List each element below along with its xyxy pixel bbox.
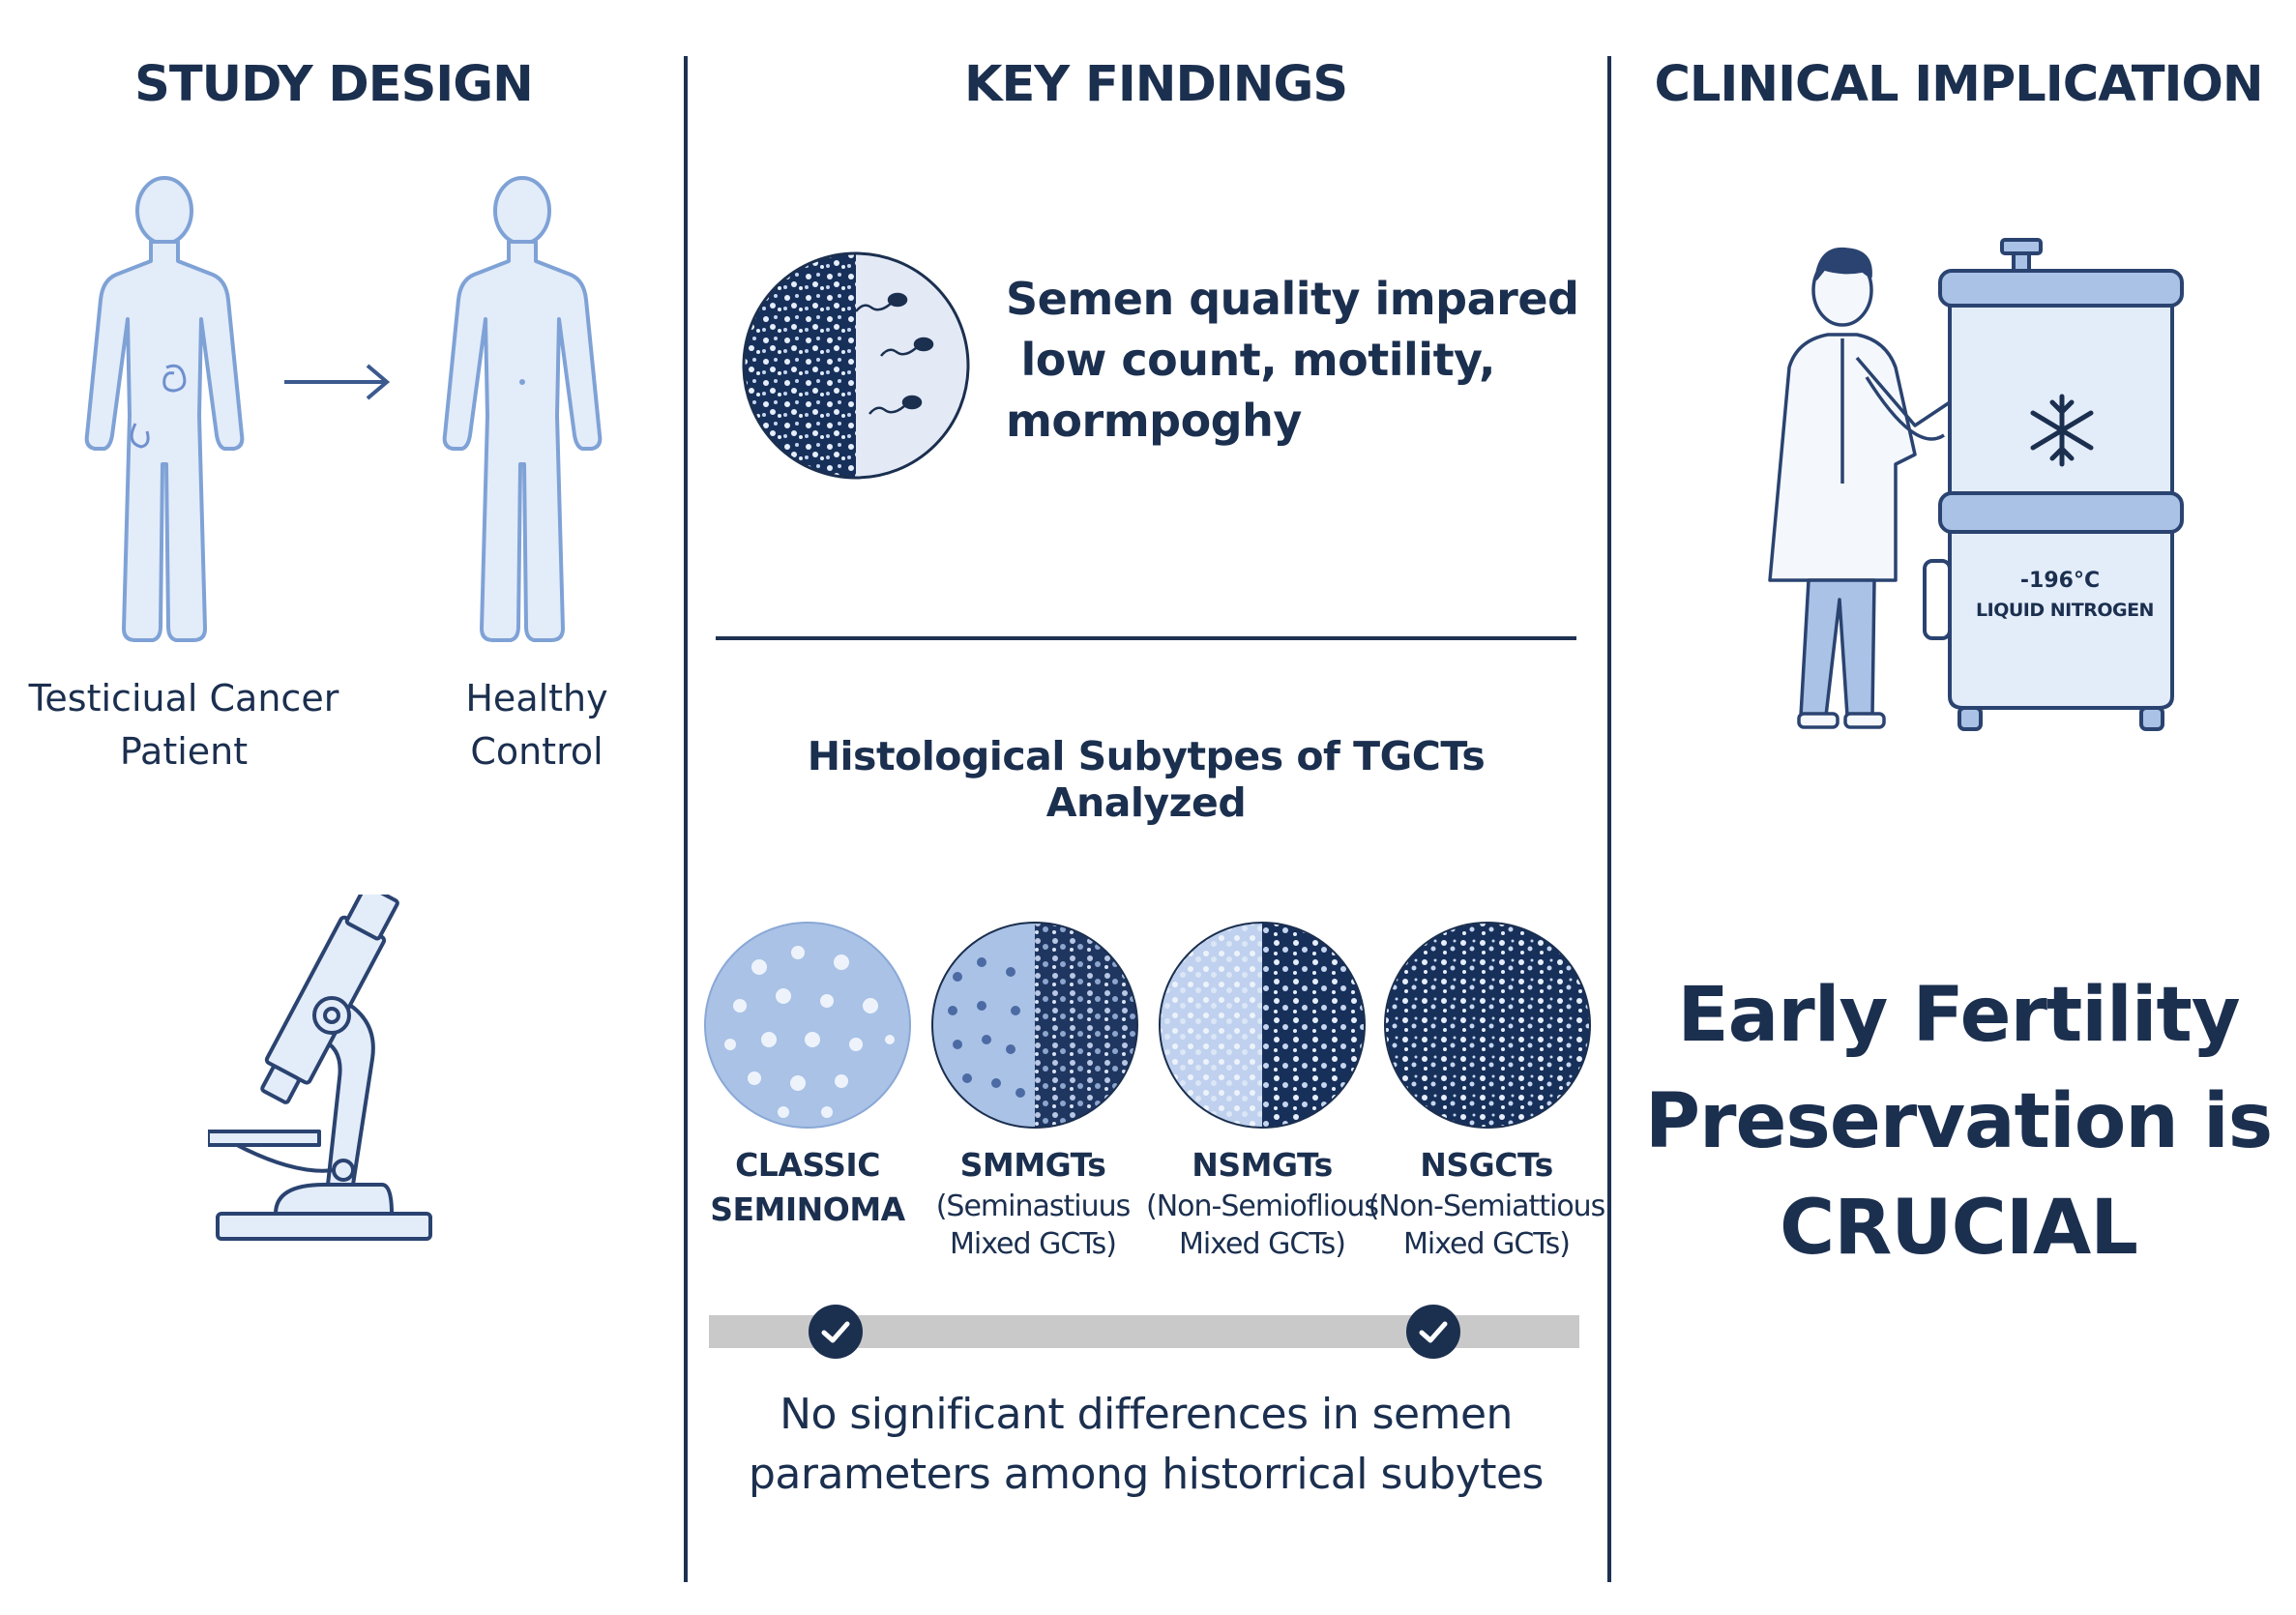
tank-temperature: -196°C [2019, 569, 2101, 593]
microscope-icon [208, 895, 432, 1241]
nsmgts-sample [1159, 922, 1366, 1129]
subtype-name: NSGCTs [1420, 1146, 1553, 1184]
implication-statement: Early Fertility Preservation is CRUCIAL [1625, 962, 2292, 1281]
subtype-label-nsgcts: NSGCTs (Non-Semiattious Mixed GCTs) [1361, 1143, 1612, 1263]
finding-line-1: Semen quality impared [1006, 273, 1579, 325]
subtype-desc-2: Mixed GCTs) [1179, 1227, 1346, 1261]
findings-divider [716, 636, 1576, 640]
conclusion-line-2: parameters among historrical subytes [749, 1450, 1544, 1499]
conclusion-line-1: No significant differences in semen [780, 1390, 1513, 1439]
subtype-name: NSMGTs [1192, 1146, 1333, 1184]
semen-sample-icon [742, 251, 970, 480]
divider-right [1607, 56, 1611, 1582]
key-findings-heading: KEY FINDINGS [963, 56, 1348, 113]
subtype-desc-2: Mixed GCTs) [950, 1227, 1117, 1261]
histology-title: Histological Subytpes of TGCTs Analyzed [807, 733, 1486, 826]
smmgts-sample [931, 922, 1138, 1129]
patient-label: Testiciual Cancer Patient [28, 677, 339, 773]
clinical-implication-heading: CLINICAL IMPLICATION [1654, 56, 2263, 113]
subtype-name-2: SEMINOMA [710, 1190, 905, 1228]
subtype-desc-1: (Non-Semiattious [1368, 1189, 1606, 1223]
control-label: Healthy Control [465, 677, 608, 773]
divider-left [684, 56, 688, 1582]
subtype-label-smmgts: SMMGTs (Seminastiuus Mixed GCTs) [907, 1143, 1159, 1263]
subtype-label-nsmgts: NSMGTs (Non-Semioflious Mixed GCTs) [1136, 1143, 1388, 1263]
subtype-desc-1: (Seminastiuus [935, 1189, 1132, 1223]
cryo-storage-illustration [1768, 238, 2184, 731]
implication-line-3: CRUCIAL [1780, 1185, 2138, 1272]
study-design-heading: STUDY DESIGN [134, 56, 534, 113]
check-icon [809, 1305, 863, 1359]
subtype-label-classic: CLASSIC SEMINOMA [682, 1143, 933, 1232]
subtype-desc-1: (Non-Semioflious [1146, 1189, 1379, 1223]
arrow-right-icon [284, 364, 391, 400]
classic-seminoma-sample [704, 922, 911, 1129]
nsgcts-sample [1384, 922, 1591, 1129]
patient-figure-icon [84, 176, 245, 642]
subtype-name: SMMGTs [959, 1146, 1106, 1184]
finding-line-3: mormpoghy [1006, 395, 1302, 447]
implication-line-2: Preservation is [1644, 1078, 2273, 1165]
healthy-figure-icon [442, 176, 603, 642]
finding-line-2: low count, motility, [1006, 334, 1496, 386]
subtype-name: CLASSIC [735, 1146, 880, 1184]
subtype-desc-2: Mixed GCTs) [1403, 1227, 1571, 1261]
finding-text: Semen quality impared low count, motilit… [1006, 269, 1579, 452]
conclusion-text: No significant differences in semen para… [716, 1385, 1576, 1505]
implication-line-1: Early Fertility [1677, 972, 2240, 1059]
check-icon [1406, 1305, 1460, 1359]
tank-label: LIQUID NITROGEN [1976, 600, 2154, 621]
